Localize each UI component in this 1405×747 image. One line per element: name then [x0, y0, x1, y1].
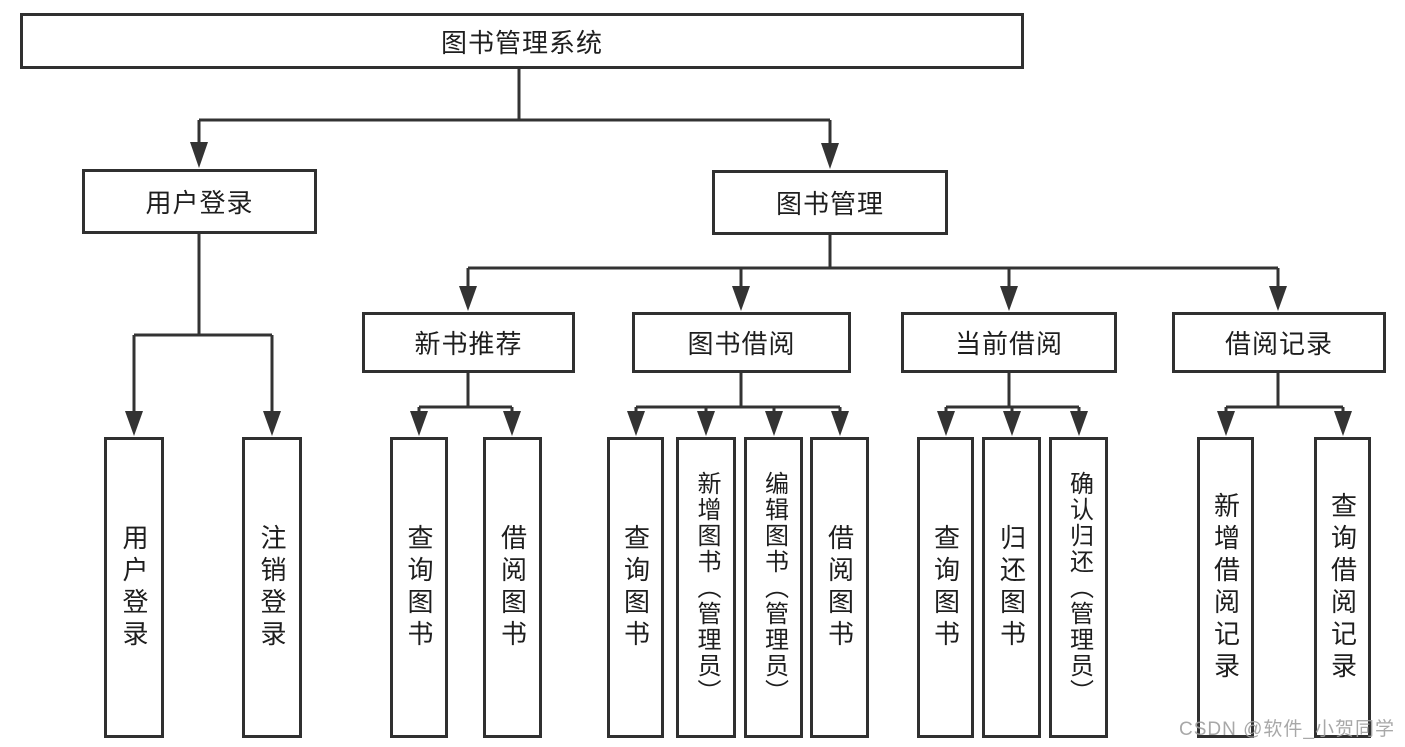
- wire-root-to-branches: [197, 68, 832, 147]
- arrow-down-icon: [697, 411, 715, 436]
- arrow-down-icon: [263, 411, 281, 436]
- arrow-down-icon: [831, 411, 849, 436]
- leaf-label: 借阅图书: [824, 523, 855, 652]
- csdn-watermark: CSDN @软件_小贺同学: [1179, 719, 1395, 740]
- arrow-down-icon: [125, 411, 143, 436]
- leaf-label: 确认归还（管理员）: [1065, 470, 1093, 705]
- leaf-confirm-return-admin: 确认归还（管理员）: [1049, 437, 1108, 738]
- node-user-login: 用户登录: [82, 169, 317, 234]
- leaf-add-borrow-record: 新增借阅记录: [1197, 437, 1254, 738]
- wire-bookmgmt-to-sections: [466, 234, 1280, 290]
- leaf-query-books-2: 查询图书: [607, 437, 664, 738]
- arrow-down-icon: [1070, 411, 1088, 436]
- arrow-down-icon: [410, 411, 428, 436]
- node-book-management: 图书管理: [712, 170, 948, 235]
- wire-userlogin-to-leaves: [132, 233, 274, 415]
- arrow-down-icon: [1217, 411, 1235, 436]
- leaf-borrow-books-2: 借阅图书: [810, 437, 869, 738]
- arrow-down-icon: [1269, 286, 1287, 311]
- arrow-down-icon: [459, 286, 477, 311]
- arrow-down-icon: [627, 411, 645, 436]
- leaf-borrow-books-1: 借阅图书: [483, 437, 542, 738]
- leaf-return-books: 归还图书: [982, 437, 1041, 738]
- leaf-query-books-1: 查询图书: [390, 437, 448, 738]
- wire-current-to-leaves: [944, 372, 1081, 415]
- arrowheads: [125, 142, 1352, 436]
- arrow-down-icon: [821, 143, 839, 169]
- leaf-logout: 注销登录: [242, 437, 302, 738]
- arrow-down-icon: [1000, 286, 1018, 311]
- wire-borrow-to-leaves: [634, 372, 842, 415]
- leaf-query-books-3: 查询图书: [917, 437, 974, 738]
- leaf-label: 用户登录: [119, 523, 149, 652]
- arrow-down-icon: [765, 411, 783, 436]
- leaf-label: 新增借阅记录: [1210, 491, 1241, 684]
- arrow-down-icon: [503, 411, 521, 436]
- leaf-label: 查询借阅记录: [1327, 491, 1358, 684]
- leaf-label: 编辑图书（管理员）: [760, 470, 788, 705]
- leaf-edit-books-admin: 编辑图书（管理员）: [744, 437, 803, 738]
- arrow-down-icon: [1334, 411, 1352, 436]
- wire-newbook-to-leaves: [417, 372, 514, 415]
- node-book-borrowing: 图书借阅: [632, 312, 851, 373]
- arrow-down-icon: [732, 286, 750, 311]
- leaf-label: 借阅图书: [497, 523, 528, 652]
- node-new-book-recommend: 新书推荐: [362, 312, 575, 373]
- node-borrowing-records: 借阅记录: [1172, 312, 1386, 373]
- leaf-add-books-admin: 新增图书（管理员）: [676, 437, 736, 738]
- arrow-down-icon: [190, 142, 208, 168]
- arrow-down-icon: [937, 411, 955, 436]
- leaf-user-login: 用户登录: [104, 437, 164, 738]
- leaf-query-borrow-record: 查询借阅记录: [1314, 437, 1371, 738]
- node-current-borrowing: 当前借阅: [901, 312, 1117, 373]
- leaf-label: 查询图书: [930, 523, 961, 652]
- leaf-label: 查询图书: [404, 523, 434, 652]
- leaf-label: 归还图书: [996, 523, 1027, 652]
- leaf-label: 新增图书（管理员）: [693, 470, 720, 705]
- leaf-label: 注销登录: [257, 523, 287, 652]
- leaf-label: 查询图书: [620, 523, 651, 652]
- wire-records-to-leaves: [1224, 372, 1345, 415]
- node-library-system: 图书管理系统: [20, 13, 1024, 69]
- arrow-down-icon: [1003, 411, 1021, 436]
